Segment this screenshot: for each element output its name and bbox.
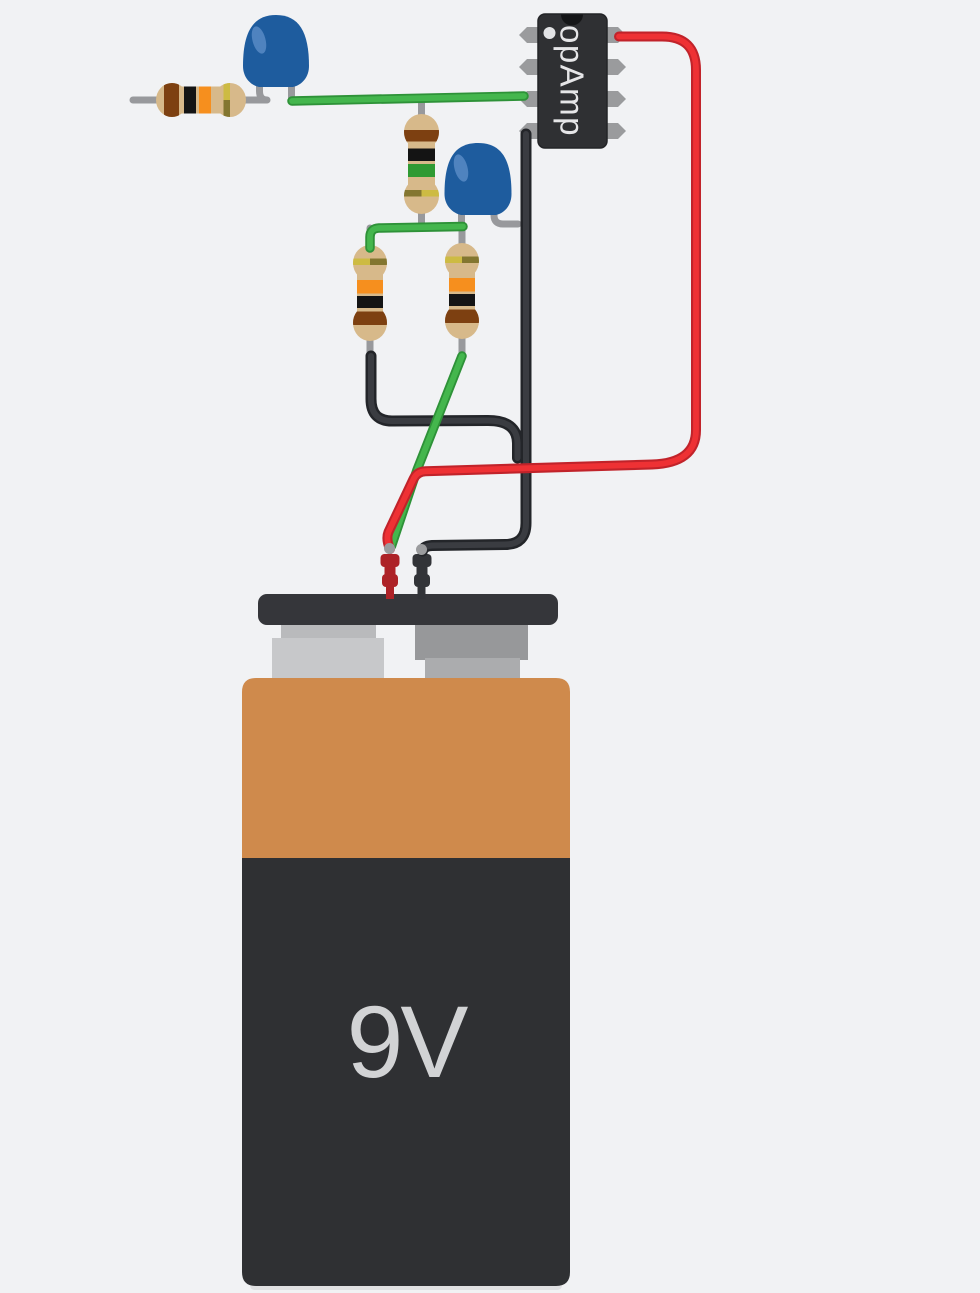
opamp-pins-right [607,27,626,139]
battery-terminal-right-lower [425,658,520,680]
opamp-chip[interactable]: opAmp [519,13,626,149]
band-orange [353,280,387,294]
positive-plug-stem [386,584,394,599]
opamp-pin1-dot [543,27,556,39]
positive-plug-flare [382,574,398,587]
capacitor-c1[interactable] [243,15,309,87]
resistor-r2-1m[interactable] [402,114,441,214]
band-black [353,296,387,308]
wire-core [388,353,465,549]
resistor-r2-bands [404,130,439,197]
band-orange [445,278,479,292]
negative-plug-shoulder [412,554,432,567]
band-black [445,294,479,306]
opamp-pin-right-3[interactable] [607,91,626,107]
band-gold-shadow [462,256,479,263]
resistor-r4-10k[interactable] [443,243,481,339]
band-gold [421,190,439,197]
capacitor-c2[interactable] [444,143,512,215]
band-brown [445,309,479,323]
band-black [184,83,196,117]
capacitor-c1-bulb [243,15,309,87]
wire-core [384,33,699,552]
band-gold [223,83,230,100]
battery-snap-cap-bar [258,594,558,625]
band-black [404,148,439,161]
band-gold-shadow [223,100,230,117]
battery-9v[interactable]: 9V [242,594,570,1290]
wire-core [289,93,527,104]
wire-green-c1-to-opamp[interactable] [287,91,529,106]
battery-body-dark [242,858,570,1286]
band-gold [445,256,462,263]
wire-green-r4-to-positive[interactable] [386,351,467,551]
opamp-pins-left [519,27,538,139]
battery-positive-plug[interactable] [380,554,400,599]
capacitor-c1-highlight [251,26,267,54]
band-green [404,164,439,177]
negative-plug-stem [417,584,426,599]
resistor-r3-bands [353,258,387,325]
battery-body-orange [242,678,570,860]
positive-plug-waist [384,564,396,577]
band-orange [199,83,211,117]
band-brown [164,83,179,117]
resistor-r1-bands [164,83,230,117]
opamp-label: opAmp [554,25,591,137]
negative-plug-tip[interactable] [416,544,427,555]
opamp-pin-left-1[interactable] [519,27,538,43]
resistor-r1-10k[interactable] [156,80,246,120]
negative-plug-waist [416,564,428,577]
band-gold [353,258,370,265]
opamp-body [537,13,608,149]
negative-plug-flare [414,574,430,587]
band-brown [353,311,387,325]
band-brown [404,130,439,142]
battery-voltage-label: 9V [347,985,469,1099]
capacitor-c2-bulb [444,143,512,215]
capacitor-c2-highlight [453,154,469,182]
wire-core [367,223,466,251]
battery-negative-plug[interactable] [412,554,432,599]
resistor-r3-10k[interactable] [351,245,389,341]
positive-plug-tip[interactable] [384,543,395,554]
resistor-r4-bands [445,256,479,323]
capacitor-c2-leg-right [490,200,522,228]
band-gold-shadow [404,190,422,197]
opamp-notch [561,14,583,26]
opamp-pin-right-2[interactable] [607,59,626,75]
opamp-pin-left-2[interactable] [519,59,538,75]
battery-terminal-left-lower [272,638,384,680]
band-gold-shadow [370,258,387,265]
capacitor-c1-leg-left [256,71,271,104]
wire-red-positive-to-opamp[interactable] [382,31,701,554]
positive-plug-shoulder [380,554,400,567]
opamp-pin-right-4[interactable] [607,123,626,139]
wire-green-r3-to-r4[interactable] [365,221,468,253]
